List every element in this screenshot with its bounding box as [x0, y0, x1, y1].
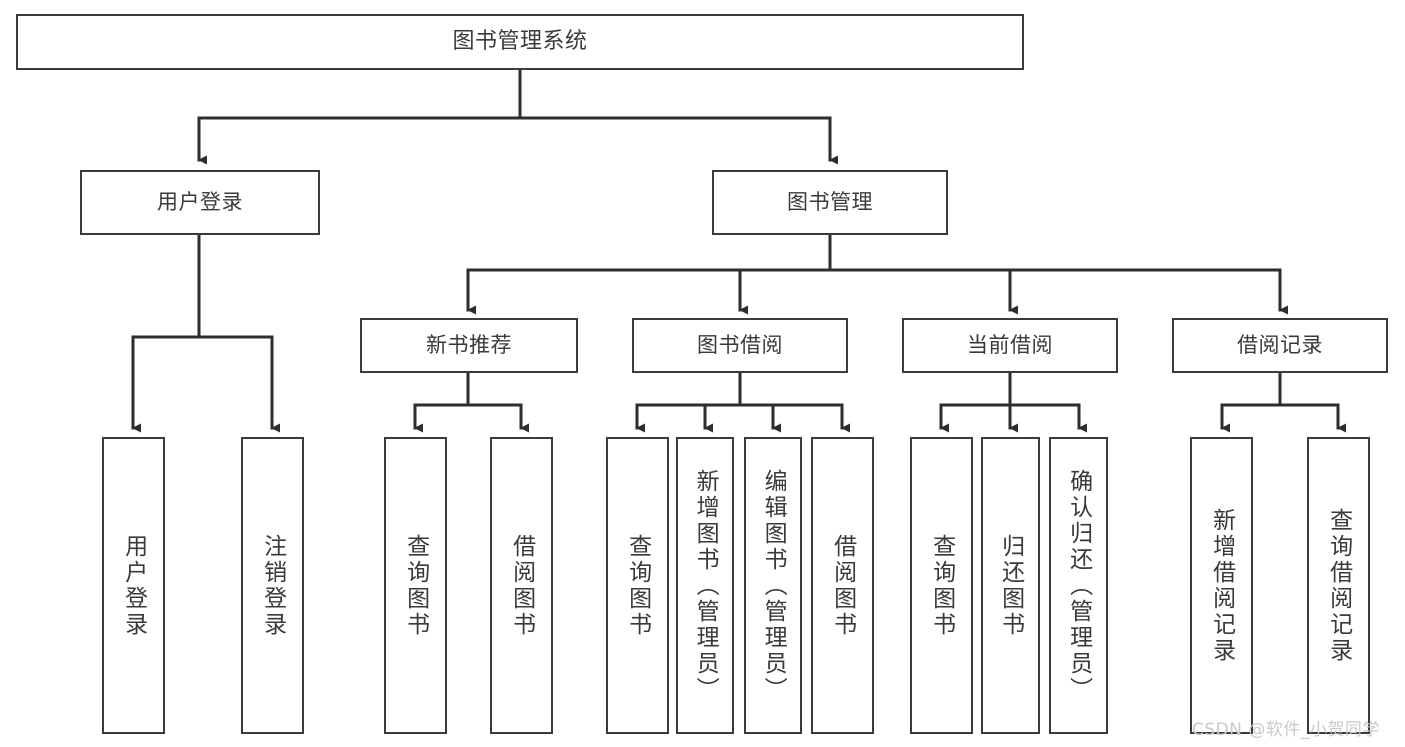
leaf-return-book[interactable]: 归还图书	[981, 437, 1040, 734]
leaf-user-login[interactable]: 用户登录	[102, 437, 165, 734]
leaf-borrow-book-newbook[interactable]: 借阅图书	[490, 437, 553, 734]
node-label: 新增借阅记录	[1208, 507, 1235, 664]
leaf-query-borrow-record[interactable]: 查询借阅记录	[1307, 437, 1370, 734]
leaf-edit-book-admin[interactable]: 编辑图书（管理员）	[744, 437, 802, 734]
leaf-query-book-current[interactable]: 查询图书	[910, 437, 973, 734]
node-label: 当前借阅	[967, 333, 1053, 358]
node-label: 新书推荐	[426, 333, 512, 358]
node-label: 归还图书	[997, 533, 1024, 638]
node-label: 查询图书	[928, 533, 955, 638]
node-label: 借阅记录	[1237, 333, 1323, 358]
node-label: 确认归还（管理员）	[1065, 468, 1092, 703]
node-label: 借阅图书	[508, 533, 535, 638]
node-label: 新增图书（管理员）	[692, 468, 719, 703]
node-borrow-record[interactable]: 借阅记录	[1172, 318, 1388, 373]
leaf-add-borrow-record[interactable]: 新增借阅记录	[1190, 437, 1253, 734]
leaf-borrow-book[interactable]: 借阅图书	[811, 437, 874, 734]
node-label: 图书管理	[787, 190, 873, 215]
node-label: 查询图书	[402, 533, 429, 638]
node-label: 图书借阅	[697, 333, 783, 358]
leaf-query-book-borrow[interactable]: 查询图书	[606, 437, 669, 734]
node-user-login[interactable]: 用户登录	[80, 170, 320, 235]
leaf-query-book-newbook[interactable]: 查询图书	[384, 437, 447, 734]
node-label: 查询借阅记录	[1325, 507, 1352, 664]
node-book-management[interactable]: 图书管理	[712, 170, 948, 235]
node-book-borrow[interactable]: 图书借阅	[632, 318, 848, 373]
leaf-confirm-return-admin[interactable]: 确认归还（管理员）	[1049, 437, 1108, 734]
node-label: 借阅图书	[829, 533, 856, 638]
node-label: 用户登录	[120, 533, 147, 638]
watermark-text: CSDN @软件_小贺同学	[1192, 720, 1380, 740]
node-label: 图书管理系统	[452, 29, 588, 55]
node-current-borrow[interactable]: 当前借阅	[902, 318, 1118, 373]
node-label: 查询图书	[624, 533, 651, 638]
node-root-library-management-system[interactable]: 图书管理系统	[16, 14, 1024, 70]
node-label: 编辑图书（管理员）	[760, 468, 787, 703]
node-new-book-recommend[interactable]: 新书推荐	[360, 318, 578, 373]
node-label: 用户登录	[157, 190, 243, 215]
leaf-logout[interactable]: 注销登录	[241, 437, 304, 734]
node-label: 注销登录	[259, 533, 286, 638]
leaf-add-book-admin[interactable]: 新增图书（管理员）	[676, 437, 734, 734]
